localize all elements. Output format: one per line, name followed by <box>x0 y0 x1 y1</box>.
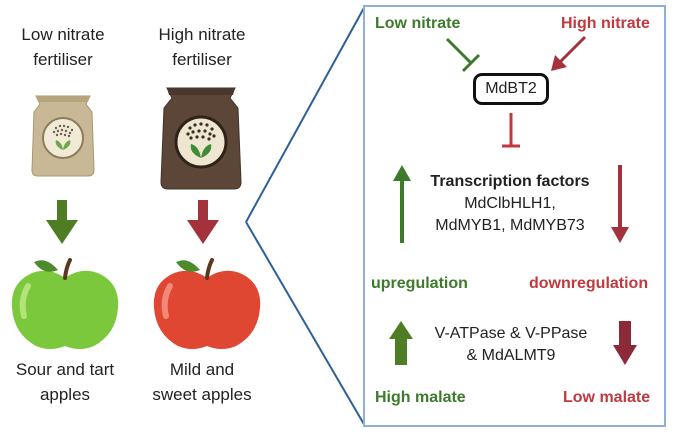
high-malate-label: High malate <box>375 389 466 406</box>
high-nitrate-fertiliser-label: High nitrate fertiliser <box>158 25 246 69</box>
green-apple-icon <box>11 258 119 349</box>
down-arrow-transporter-icon <box>613 321 637 365</box>
red-apple-icon <box>153 258 261 349</box>
high-down-arrow-icon <box>187 200 219 244</box>
inhibit-arrow-low-nitrate-icon <box>445 37 481 73</box>
up-arrow-tf-icon <box>393 165 411 243</box>
high-nitrate-result-label: Mild and sweet apples <box>152 360 252 404</box>
upregulation-label: upregulation <box>371 275 468 292</box>
tf-line-2: MdMYB1, MdMYB73 <box>435 217 585 234</box>
transcription-factors-heading: Transcription factors <box>430 173 590 190</box>
up-arrow-transporter-icon <box>389 321 413 365</box>
low-malate-label: Low malate <box>563 389 651 406</box>
mdbt2-node: MdBT2 <box>473 73 549 105</box>
downregulation-label: downregulation <box>529 275 649 292</box>
tf-line-1: MdClbHLH1, <box>464 195 556 212</box>
transporter-line-1: V-ATPase & V-PPase <box>434 325 588 342</box>
transporter-line-2: & MdALMT9 <box>466 347 556 364</box>
high-nitrate-label: High nitrate <box>561 15 650 32</box>
down-arrow-tf-icon <box>611 165 629 243</box>
transporters-block: V-ATPase & V-PPase & MdALMT9 <box>421 323 601 367</box>
low-nitrate-fertiliser-label: Low nitrate fertiliser <box>21 25 105 69</box>
low-nitrate-label: Low nitrate <box>375 15 461 32</box>
activate-arrow-high-nitrate-icon <box>551 35 587 71</box>
high-nitrate-bag-icon <box>160 87 242 190</box>
transcription-factors-block: Transcription factors MdClbHLH1, MdMYB1,… <box>415 171 605 237</box>
low-nitrate-bag-icon <box>31 95 95 177</box>
mechanism-panel: Low nitrate High nitrate MdBT2 Transcrip… <box>363 5 666 427</box>
inhibit-arrow-mdbt2-icon <box>502 113 520 148</box>
low-nitrate-result-label: Sour and tart apples <box>15 360 115 404</box>
low-down-arrow-icon <box>46 200 78 244</box>
